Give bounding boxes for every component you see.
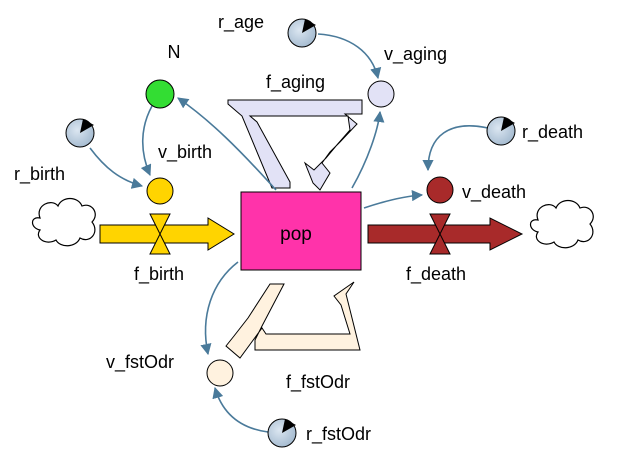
label-f-fstOdr: f_fstOdr xyxy=(286,372,350,393)
parameter-r-birth-dial-icon[interactable] xyxy=(65,118,95,148)
variable-v-fstOdr[interactable] xyxy=(206,359,234,387)
label-v-aging: v_aging xyxy=(384,44,447,65)
parameter-r-fstOdr-dial-icon[interactable] xyxy=(267,418,297,448)
death-valve-icon[interactable] xyxy=(429,213,451,255)
flow-f-birth[interactable] xyxy=(99,213,235,255)
link-pop-to-v-aging xyxy=(351,110,385,189)
label-r-fstOdr: r_fstOdr xyxy=(306,424,371,445)
birth-valve-icon[interactable] xyxy=(149,213,171,255)
flow-f-death[interactable] xyxy=(367,213,524,255)
label-r-death: r_death xyxy=(522,122,583,143)
link-r-age-to-v-aging xyxy=(317,33,382,80)
links xyxy=(89,33,489,433)
label-r-birth: r_birth xyxy=(14,164,65,185)
link-r-birth-to-v-birth xyxy=(89,147,144,189)
link-n-to-v-birth xyxy=(140,105,153,177)
label-v-death: v_death xyxy=(462,182,526,203)
variable-N[interactable] xyxy=(145,79,175,109)
parameter-r-age-dial-icon[interactable] xyxy=(287,18,317,48)
link-pop-to-v-death xyxy=(363,190,424,209)
variable-v-aging[interactable] xyxy=(367,80,395,108)
parameter-r-death-dial-icon[interactable] xyxy=(486,116,516,146)
variable-v-birth[interactable] xyxy=(146,177,174,205)
link-r-fstOdr-to-v-fstOdr xyxy=(212,386,269,433)
label-f-birth: f_birth xyxy=(134,264,184,285)
sink-cloud-icon xyxy=(529,199,594,249)
link-r-death-to-v-death xyxy=(422,125,489,172)
stock-pop-label: pop xyxy=(280,224,312,245)
link-pop-to-v-fstOdr xyxy=(200,261,239,356)
label-v-birth: v_birth xyxy=(158,142,212,163)
label-r-age: r_age xyxy=(218,12,264,33)
flow-f-fstOdr[interactable] xyxy=(225,281,361,359)
source-cloud-icon xyxy=(31,197,96,247)
label-N: N xyxy=(168,42,181,62)
stock-pop[interactable]: pop xyxy=(240,191,362,271)
link-pop-to-n xyxy=(177,97,277,191)
label-v-fstOdr: v_fstOdr xyxy=(106,352,174,373)
variable-v-death[interactable] xyxy=(426,176,454,204)
label-f-aging: f_aging xyxy=(266,72,325,93)
label-f-death: f_death xyxy=(406,264,466,285)
flow-f-aging[interactable] xyxy=(227,99,363,191)
